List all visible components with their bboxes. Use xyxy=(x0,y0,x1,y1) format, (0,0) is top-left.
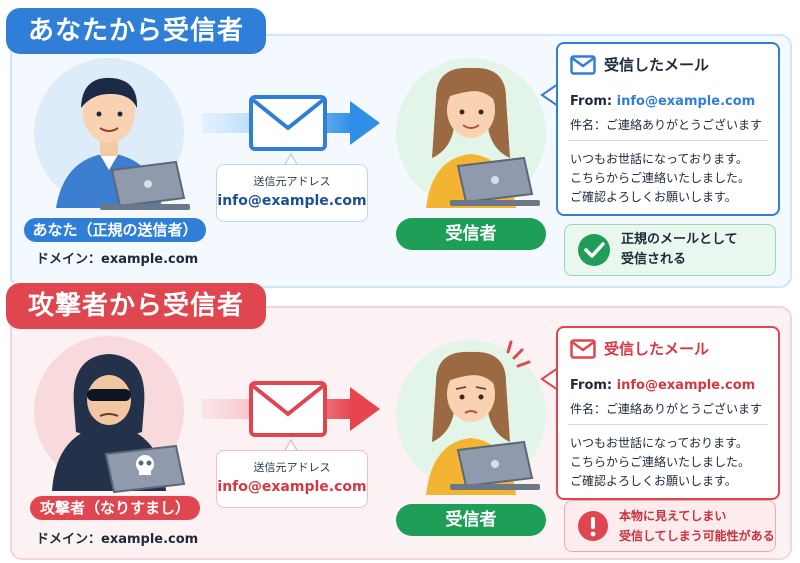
attack-address-box: 送信元アドレス info@example.com xyxy=(216,450,368,508)
attacker-illustration xyxy=(52,354,186,494)
attacker-label: 攻撃者（なりすまし） xyxy=(30,496,200,520)
mail-card-header: 受信したメール xyxy=(570,338,709,359)
envelope-icon xyxy=(249,381,327,437)
speech-pointer xyxy=(540,367,559,391)
exclamation-circle-icon xyxy=(578,511,608,541)
skull-icon xyxy=(136,455,154,475)
mail-subject: 件名：ご連絡ありがとうございます xyxy=(570,118,763,132)
legit-receiver-label: 受信者 xyxy=(396,218,546,250)
speech-pointer xyxy=(540,83,559,107)
mail-body-line: こちらからご連絡いたしました。 xyxy=(570,171,751,185)
address-value: info@example.com xyxy=(217,479,367,495)
legit-mail-card: 受信したメール From: info@example.com 件名：ご連絡ありが… xyxy=(556,42,780,216)
attack-status: 本物に見えてしまい 受信してしまう可能性がある xyxy=(564,500,776,552)
attacker-domain: ドメイン：example.com xyxy=(36,532,199,547)
mail-subject: 件名：ご連絡ありがとうございます xyxy=(570,402,763,416)
addr-pointer xyxy=(284,438,298,453)
legit-title: あなたから受信者 xyxy=(6,8,267,54)
worried-receiver-illustration xyxy=(426,340,540,495)
legit-status: 正規のメールとして 受信される xyxy=(564,224,776,276)
mail-body: いつもお世話になっております。 こちらからご連絡いたしました。 ご確認よろしくお… xyxy=(570,150,750,207)
address-label: 送信元アドレス xyxy=(253,461,331,474)
attack-title: 攻撃者から受信者 xyxy=(6,283,267,329)
envelope-icon xyxy=(570,338,596,359)
legit-sender-domain: ドメイン：example.com xyxy=(36,252,199,267)
address-value: info@example.com xyxy=(217,193,367,209)
legit-address-box: 送信元アドレス info@example.com xyxy=(216,164,368,222)
mail-card-header: 受信したメール xyxy=(570,54,709,75)
mail-card-title: 受信したメール xyxy=(604,340,710,358)
mail-divider xyxy=(568,140,768,141)
status-text: 正規のメールとして 受信される xyxy=(621,230,738,270)
status-line: 受信される xyxy=(621,252,687,267)
address-label: 送信元アドレス xyxy=(253,175,331,188)
mail-from-prefix: From: xyxy=(570,94,617,109)
attack-receiver-label: 受信者 xyxy=(396,504,546,536)
mail-from-address: info@example.com xyxy=(616,94,756,109)
mail-from: From: info@example.com xyxy=(570,378,755,393)
status-line: 本物に見えてしまい xyxy=(619,509,727,523)
attack-mail-card: 受信したメール From: info@example.com 件名：ご連絡ありが… xyxy=(556,326,780,500)
mail-divider xyxy=(568,424,768,425)
status-line: 受信してしまう可能性がある xyxy=(619,529,775,543)
mail-body-line: いつもお世話になっております。 xyxy=(570,152,748,166)
mail-card-title: 受信したメール xyxy=(604,56,710,74)
mail-from-prefix: From: xyxy=(570,378,617,393)
status-line: 正規のメールとして xyxy=(621,232,738,247)
check-circle-icon xyxy=(578,234,610,266)
envelope-icon xyxy=(570,54,596,75)
addr-pointer xyxy=(284,152,298,167)
mail-body-line: ご確認よろしくお願いします。 xyxy=(570,474,737,488)
legit-sender-label: あなた（正規の送信者） xyxy=(24,218,206,242)
legit-receiver-illustration xyxy=(426,67,540,208)
mail-body: いつもお世話になっております。 こちらからご連絡いたしました。 ご確認よろしくお… xyxy=(570,434,750,491)
legit-sender-illustration xyxy=(56,77,190,210)
mail-body-line: ご確認よろしくお願いします。 xyxy=(570,190,737,204)
mail-from-address: info@example.com xyxy=(616,378,756,393)
mail-from: From: info@example.com xyxy=(570,94,755,109)
mail-body-line: こちらからご連絡いたしました。 xyxy=(570,455,751,469)
status-text: 本物に見えてしまい 受信してしまう可能性がある xyxy=(619,506,775,546)
envelope-icon xyxy=(249,95,327,151)
mail-body-line: いつもお世話になっております。 xyxy=(570,436,748,450)
